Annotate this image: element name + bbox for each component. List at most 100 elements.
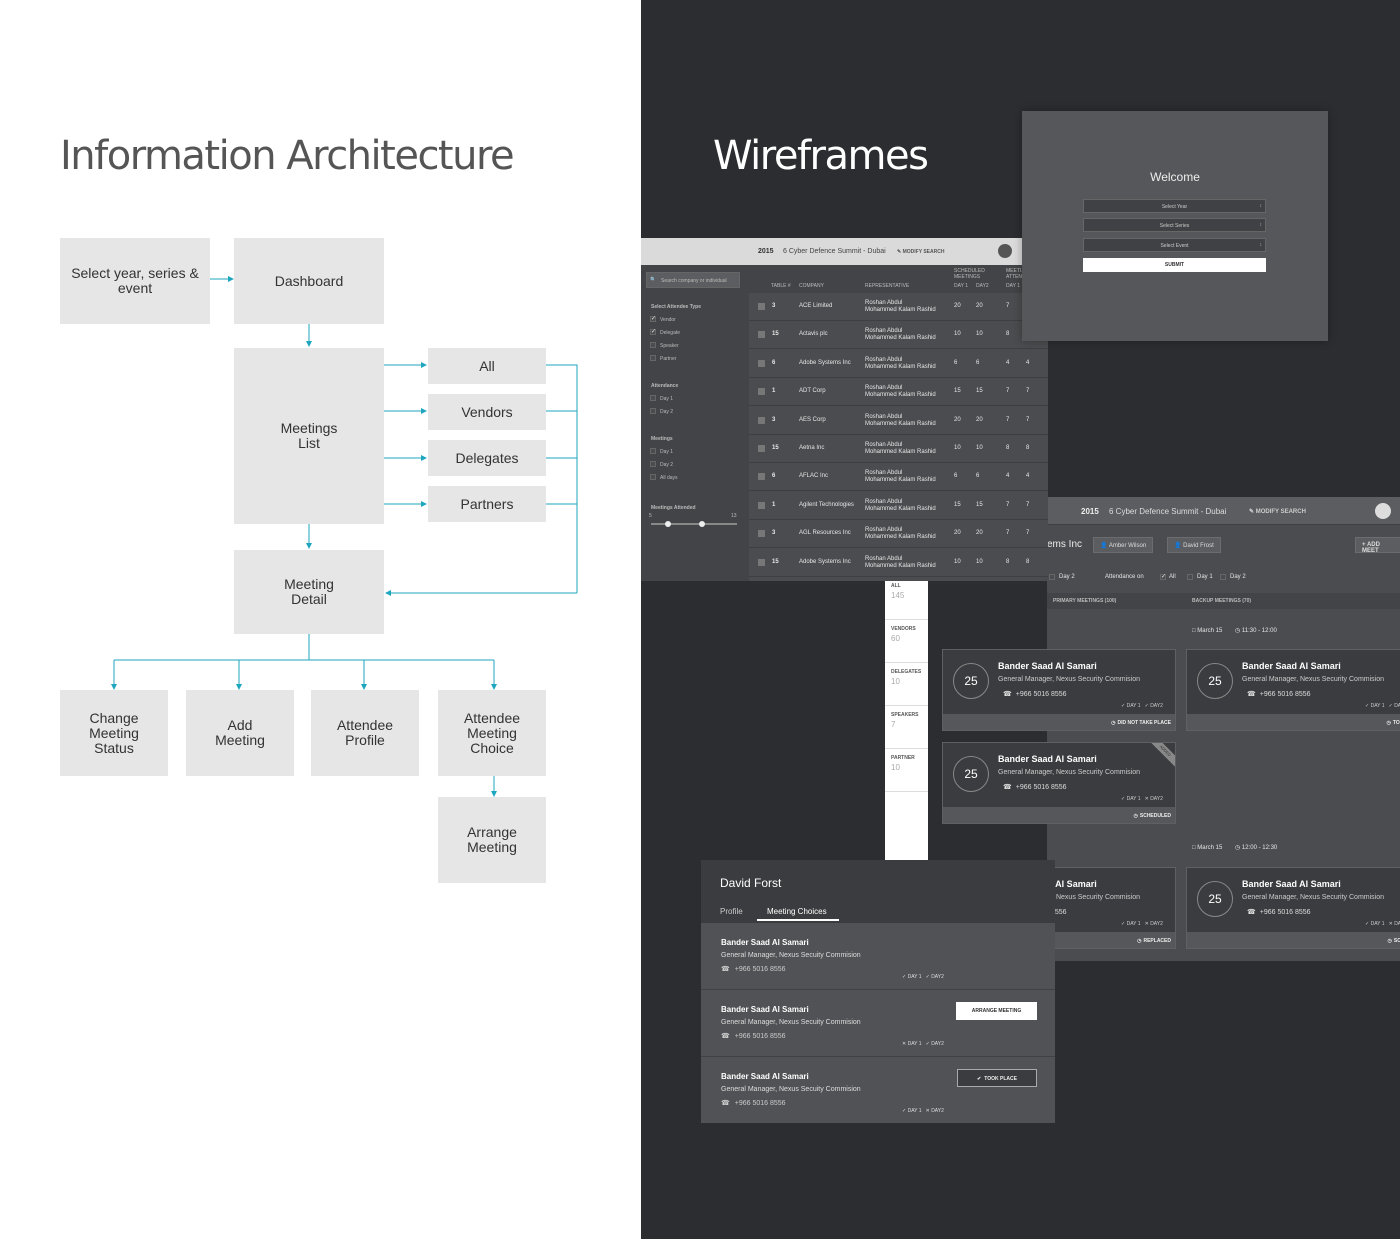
day2-checkbox[interactable] bbox=[1049, 574, 1055, 580]
attendance-all-checkbox[interactable] bbox=[1160, 573, 1166, 580]
card-days: ✓ DAY 1✕ DAY2 bbox=[1365, 921, 1400, 927]
choice-title: General Manager, Nexus Secuity Commision bbox=[721, 1086, 861, 1093]
category-label[interactable]: ALL bbox=[891, 583, 901, 589]
filter-checkbox[interactable] bbox=[650, 342, 656, 348]
user-icon[interactable] bbox=[998, 244, 1012, 258]
row-rep-2: Mohammed Kalam Rashid bbox=[865, 562, 936, 569]
slider-handle-min[interactable] bbox=[665, 521, 671, 527]
row-table-number: 3 bbox=[772, 530, 776, 537]
tab-profile[interactable]: Profile bbox=[720, 907, 743, 916]
filter-checkbox[interactable] bbox=[650, 355, 656, 361]
attendance-day1-checkbox[interactable] bbox=[1187, 574, 1193, 580]
add-meeting-button[interactable]: + ADD MEET bbox=[1355, 537, 1400, 554]
choice-days: ✓ DAY 1✕ DAY2 bbox=[902, 1108, 944, 1114]
select-series-dropdown[interactable]: Select Series ↕ bbox=[1083, 218, 1266, 232]
wf-attendee-profile: David Forst Profile Meeting Choices Band… bbox=[701, 860, 1055, 1123]
wf-detail-modify-search[interactable]: ✎ MODIFY SEARCH bbox=[1249, 509, 1306, 515]
company-search-input[interactable]: 🔍 Search company or individual bbox=[646, 272, 740, 288]
col-day2: DAY2 bbox=[976, 283, 989, 289]
attendance-on-label: Attendance on bbox=[1105, 574, 1144, 580]
row-checkbox[interactable] bbox=[758, 416, 765, 424]
card-phone-number: +966 5016 8556 bbox=[1015, 784, 1067, 791]
card-status[interactable]: ◷REPLACED bbox=[1137, 938, 1171, 944]
category-label[interactable]: PARTNER bbox=[891, 755, 915, 761]
row-checkbox[interactable] bbox=[758, 388, 765, 396]
filter-option-label: Day 1 bbox=[660, 449, 674, 455]
filter-checkbox[interactable] bbox=[650, 328, 656, 335]
user-avatar-icon[interactable] bbox=[1375, 503, 1391, 519]
col-scheduled: SCHEDULED MEETINGS bbox=[954, 268, 985, 280]
row-checkbox[interactable] bbox=[758, 303, 765, 310]
ia-box-change-status: Change Meeting Status bbox=[60, 690, 168, 776]
row-company: Adobe Systems Inc bbox=[799, 558, 851, 565]
wf-detail-person2[interactable]: 👤 David Frost bbox=[1167, 537, 1221, 553]
category-label[interactable]: SPEAKERS bbox=[891, 712, 919, 718]
ia-box-arrange-meeting: Arrange Meeting bbox=[438, 797, 546, 883]
filter-checkbox[interactable] bbox=[650, 395, 656, 401]
row-checkbox[interactable] bbox=[758, 359, 765, 367]
day1-status-icon: ✓ bbox=[902, 974, 908, 980]
filter-checkbox[interactable] bbox=[650, 315, 656, 322]
row-checkbox[interactable] bbox=[758, 473, 765, 481]
filter-checkbox[interactable] bbox=[650, 474, 656, 480]
took-place-button[interactable]: ✔TOOK PLACE bbox=[957, 1069, 1037, 1087]
card-phone-number: +966 5016 8556 bbox=[1259, 909, 1311, 916]
meetings-attended-slider[interactable] bbox=[651, 523, 737, 525]
row-checkbox[interactable] bbox=[758, 558, 765, 566]
row-table-number: 6 bbox=[772, 473, 776, 480]
card-status[interactable]: ◷SCHEDU bbox=[1388, 938, 1400, 944]
row-day1-scheduled: 20 bbox=[954, 416, 961, 423]
select-event-dropdown[interactable]: Select Event ↕ bbox=[1083, 238, 1266, 252]
row-checkbox[interactable] bbox=[758, 530, 765, 538]
filter-option-label: Vendor bbox=[660, 317, 676, 323]
tab-meeting-choices[interactable]: Meeting Choices bbox=[767, 907, 827, 916]
row-checkbox[interactable] bbox=[758, 331, 765, 339]
wf-detail-company: ems Inc bbox=[1047, 539, 1083, 550]
row-day2-scheduled: 20 bbox=[976, 416, 983, 423]
attendance-all-label: All bbox=[1169, 574, 1176, 580]
card-status[interactable]: ◷TOOK PL bbox=[1386, 720, 1400, 726]
filter-checkbox[interactable] bbox=[650, 448, 656, 454]
category-count: 60 bbox=[891, 634, 900, 643]
wf-list-modify-search[interactable]: ✎ MODIFY SEARCH bbox=[897, 249, 945, 255]
arrange-meeting-button[interactable]: ARRANGE MEETING bbox=[956, 1002, 1037, 1020]
day2-status-icon: ✓ bbox=[925, 1041, 932, 1047]
card-status[interactable]: ◷DID NOT TAKE PLACE bbox=[1111, 720, 1171, 726]
category-label[interactable]: DELEGATES bbox=[891, 669, 922, 675]
wf-detail-section-headers: PRIMARY MEETINGS (100) BACKUP MEETINGS (… bbox=[1047, 593, 1400, 609]
slider-handle-max[interactable] bbox=[699, 521, 705, 527]
category-label[interactable]: VENDORS bbox=[891, 626, 916, 632]
ia-title: Information Architecture bbox=[60, 133, 515, 179]
attendance-day2-checkbox[interactable] bbox=[1220, 574, 1226, 580]
row-checkbox[interactable] bbox=[758, 501, 765, 509]
day1-status-icon: ✓ bbox=[1121, 796, 1127, 802]
row-rep-2: Mohammed Kalam Rashid bbox=[865, 449, 936, 455]
wf-detail-person1[interactable]: 👤 Amber Wilson bbox=[1093, 537, 1154, 553]
day1-status-icon: ✓ bbox=[1121, 921, 1127, 927]
day1-status-icon: ✓ bbox=[1121, 703, 1127, 709]
row-checkbox[interactable] bbox=[758, 445, 765, 452]
filter-checkbox[interactable] bbox=[650, 408, 656, 414]
card-status[interactable]: ◷SCHEDULED bbox=[1134, 813, 1172, 819]
filter-option-label: Partner bbox=[660, 356, 677, 362]
filter-checkbox[interactable] bbox=[650, 461, 656, 467]
card-status-label: REPLACED bbox=[1143, 938, 1171, 944]
ribbon-label: ADDED bbox=[1158, 743, 1173, 758]
select-year-dropdown[interactable]: Select Year ↕ bbox=[1083, 199, 1266, 213]
submit-button[interactable]: SUBMIT bbox=[1083, 258, 1266, 272]
